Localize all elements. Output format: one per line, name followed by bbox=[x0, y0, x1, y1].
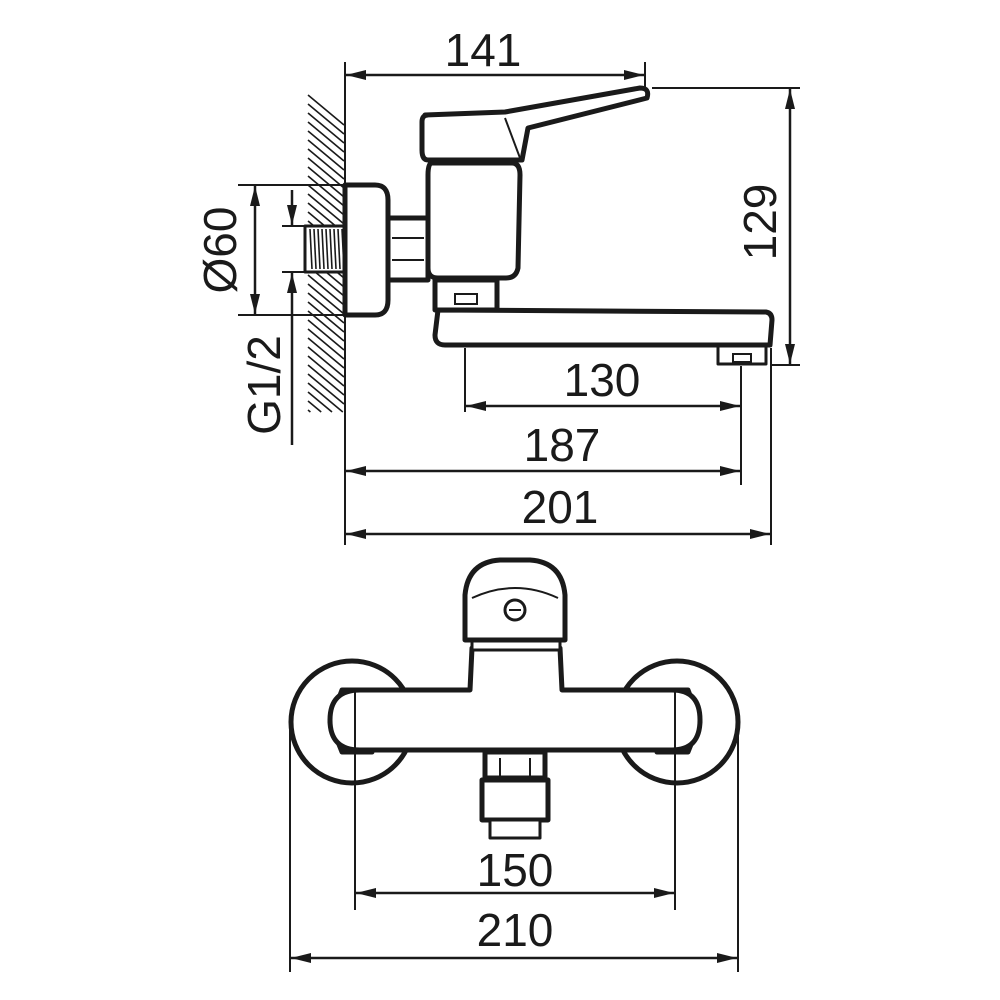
hatch-line bbox=[307, 337, 345, 369]
thread-line bbox=[325, 228, 329, 270]
dim-label-g12: G1/2 bbox=[238, 335, 290, 435]
thread-line bbox=[329, 228, 333, 270]
hatch-line bbox=[307, 355, 345, 387]
mixer-body bbox=[425, 160, 523, 281]
hatch-line bbox=[307, 274, 345, 306]
aerator-detail bbox=[732, 353, 752, 363]
outlet-aerator bbox=[488, 818, 542, 840]
dim-label-60: Ø60 bbox=[194, 207, 246, 294]
mixer-body-front bbox=[327, 645, 703, 753]
hatch-line bbox=[307, 193, 345, 225]
thread-connector bbox=[303, 224, 347, 274]
dim-label-130: 130 bbox=[564, 354, 641, 406]
hatch-line bbox=[307, 364, 345, 396]
thread-line bbox=[333, 228, 337, 270]
hatch-line bbox=[307, 346, 345, 378]
thread-line bbox=[309, 228, 313, 270]
thread-line bbox=[321, 228, 325, 270]
thread-line bbox=[317, 228, 321, 270]
hatch-line bbox=[307, 400, 322, 413]
hatch-line bbox=[307, 166, 345, 198]
hatch-line bbox=[307, 319, 345, 351]
hatch-line bbox=[307, 391, 333, 413]
lever-joint bbox=[504, 117, 521, 159]
hatch-line bbox=[307, 292, 345, 324]
thread-line bbox=[337, 228, 341, 270]
hatch-line bbox=[307, 121, 345, 153]
hatch-line bbox=[307, 301, 345, 333]
hatch-line bbox=[307, 382, 344, 413]
spout bbox=[432, 307, 775, 348]
dim-label-210: 210 bbox=[477, 904, 554, 956]
handle-cap-edge bbox=[471, 587, 559, 599]
wall-flange bbox=[342, 182, 391, 318]
dim-label-129: 129 bbox=[734, 184, 786, 261]
hatch-line bbox=[307, 175, 345, 207]
hatch-line bbox=[307, 94, 345, 126]
nut bbox=[385, 215, 431, 283]
hatch-line bbox=[307, 373, 345, 405]
thread-line bbox=[313, 228, 317, 270]
hatch-line bbox=[307, 283, 345, 315]
hatch-line bbox=[307, 328, 345, 360]
hatch-line bbox=[307, 184, 345, 216]
outlet-top bbox=[482, 749, 548, 781]
hatch-line bbox=[307, 112, 345, 144]
hatch-line bbox=[307, 130, 345, 162]
hatch-line bbox=[307, 103, 345, 135]
hatch-line bbox=[307, 139, 345, 171]
hatch-line bbox=[307, 157, 345, 189]
spout-screw bbox=[454, 293, 478, 305]
dim-label-187: 187 bbox=[524, 419, 601, 471]
dim-label-201: 201 bbox=[522, 481, 599, 533]
lever-handle bbox=[419, 85, 651, 163]
dim-label-150: 150 bbox=[477, 844, 554, 896]
outlet-nut bbox=[479, 777, 551, 823]
hatch-line bbox=[307, 409, 311, 413]
dim-label-141: 141 bbox=[445, 24, 522, 76]
hatch-line bbox=[307, 148, 345, 180]
